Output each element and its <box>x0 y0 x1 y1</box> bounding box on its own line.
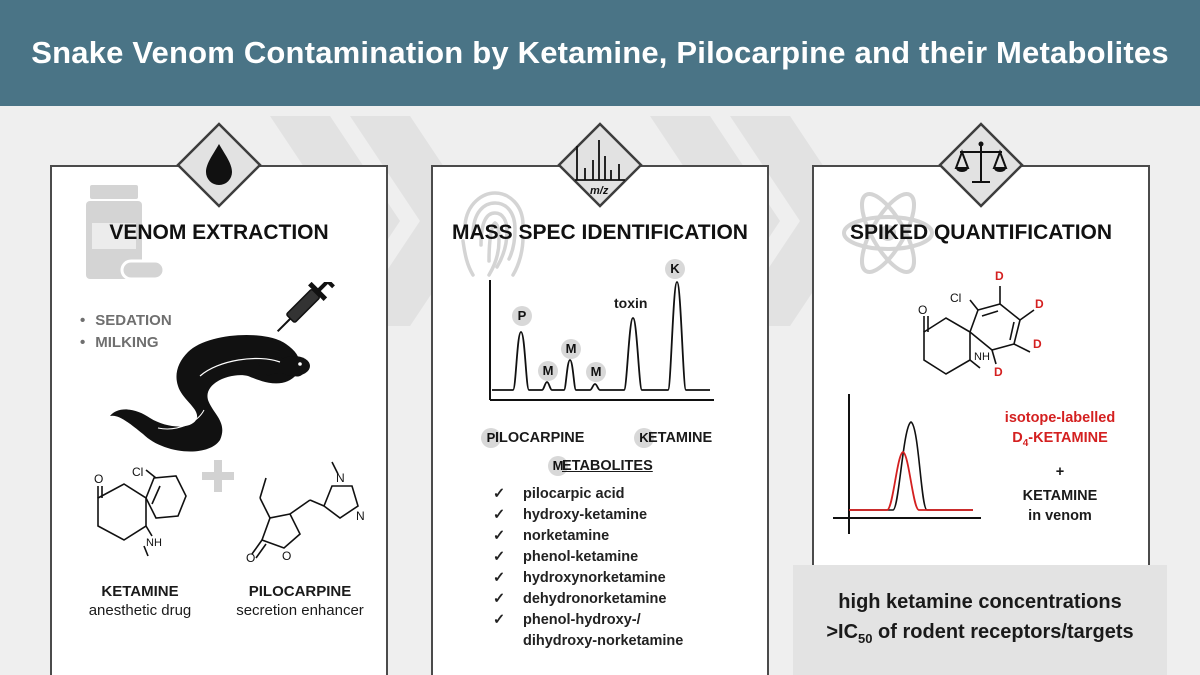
title-banner: Snake Venom Contamination by Ketamine, P… <box>0 0 1200 106</box>
legend-native-line2: in venom <box>1028 507 1092 524</box>
atom-d: D <box>1033 337 1042 351</box>
list-item: ✓hydroxynorketamine <box>493 568 683 589</box>
legend-plus: + <box>1055 463 1065 480</box>
quant-chromatogram <box>833 394 981 534</box>
list-item: SEDATION <box>80 310 171 332</box>
legend-labelled-line2: D4-KETAMINE <box>1012 430 1108 449</box>
check-icon: ✓ <box>493 591 506 607</box>
peak-label-p: P <box>512 306 532 326</box>
syringe-icon <box>276 282 335 333</box>
metabolites-list: ✓pilocarpic acid ✓hydroxy-ketamine ✓nork… <box>493 484 683 652</box>
atom-nh: NH <box>974 351 990 363</box>
check-icon: ✓ <box>493 612 506 628</box>
ketamine-structure: O Cl NH <box>94 466 187 557</box>
page-title: Snake Venom Contamination by Ketamine, P… <box>31 35 1169 70</box>
check-icon: ✓ <box>493 486 506 502</box>
peak-label-m: M <box>561 339 581 359</box>
pilocarpine-name: PILOCARPINE <box>248 583 352 600</box>
d4-ketamine-structure: O Cl NH D D D D <box>918 269 1044 379</box>
check-icon: ✓ <box>493 549 506 565</box>
pilocarpine-structure: O O N N <box>246 461 365 565</box>
atom-o: O <box>918 303 927 317</box>
extraction-methods-list: SEDATION MILKING <box>80 310 172 354</box>
ketamine-desc: anesthetic drug <box>88 602 192 619</box>
check-icon: ✓ <box>493 528 506 544</box>
drop-icon <box>176 122 262 208</box>
list-item: ✓hydroxy-ketamine <box>493 505 683 526</box>
panel-title-extraction: VENOM EXTRACTION <box>109 221 329 244</box>
pilocarpine-desc: secretion enhancer <box>236 602 364 619</box>
legend-metabolites: METABOLITES <box>548 456 653 476</box>
atom-d: D <box>1035 297 1044 311</box>
peak-label-toxin: toxin <box>614 295 648 311</box>
snake-illustration <box>110 282 335 452</box>
list-item: ✓pilocarpic acid <box>493 484 683 505</box>
legend-pilocarpine: PILOCARPINE <box>481 428 584 448</box>
peak-label-m: M <box>586 362 606 382</box>
scales-icon <box>938 122 1024 208</box>
check-icon: ✓ <box>493 507 506 523</box>
conclusion-line1: high ketamine concentrations <box>838 590 1122 613</box>
mz-label: m/z <box>590 185 609 197</box>
atom-cl: Cl <box>132 466 143 479</box>
atom-n: N <box>356 509 365 523</box>
atom-o: O <box>246 551 255 565</box>
panel-title-massspec: MASS SPEC IDENTIFICATION <box>452 221 748 244</box>
plus-icon <box>202 460 234 492</box>
legend-native-line1: KETAMINE <box>1022 487 1098 504</box>
list-item: ✓norketamine <box>493 526 683 547</box>
list-item: ✓phenol-hydroxy-/ dihydroxy-norketamine <box>493 612 684 649</box>
peak-label-m: M <box>538 361 558 381</box>
list-item: ✓phenol-ketamine <box>493 547 683 568</box>
mass-spectrum-icon: m/z <box>557 122 643 208</box>
pill-bottle-icon <box>86 185 166 281</box>
atom-o: O <box>94 472 103 486</box>
legend-labelled-line1: isotope-labelled <box>1004 410 1116 426</box>
conclusion-box: high ketamine concentrations >IC50 of ro… <box>793 565 1167 675</box>
legend-ketamine: KETAMINE <box>634 428 712 448</box>
fingerprint-icon <box>461 191 525 277</box>
atom-cl: Cl <box>950 291 961 305</box>
list-item: ✓dehydronorketamine <box>493 589 683 610</box>
atom-d: D <box>995 269 1004 283</box>
peak-label-k: K <box>665 259 685 279</box>
panel-title-quant: SPIKED QUANTIFICATION <box>849 221 1113 244</box>
atom-icon <box>842 192 934 274</box>
chromatogram <box>489 280 714 401</box>
ketamine-name: KETAMINE <box>101 583 179 600</box>
atom-o: O <box>282 549 291 563</box>
quant-legend: isotope-labelled D4-KETAMINE + KETAMINE … <box>980 408 1140 526</box>
atom-d: D <box>994 365 1003 379</box>
atom-n: N <box>336 471 345 485</box>
list-item: MILKING <box>80 332 172 354</box>
check-icon: ✓ <box>493 570 506 586</box>
conclusion-line2: >IC50 of rodent receptors/targets <box>826 620 1134 646</box>
atom-nh: NH <box>146 537 162 549</box>
